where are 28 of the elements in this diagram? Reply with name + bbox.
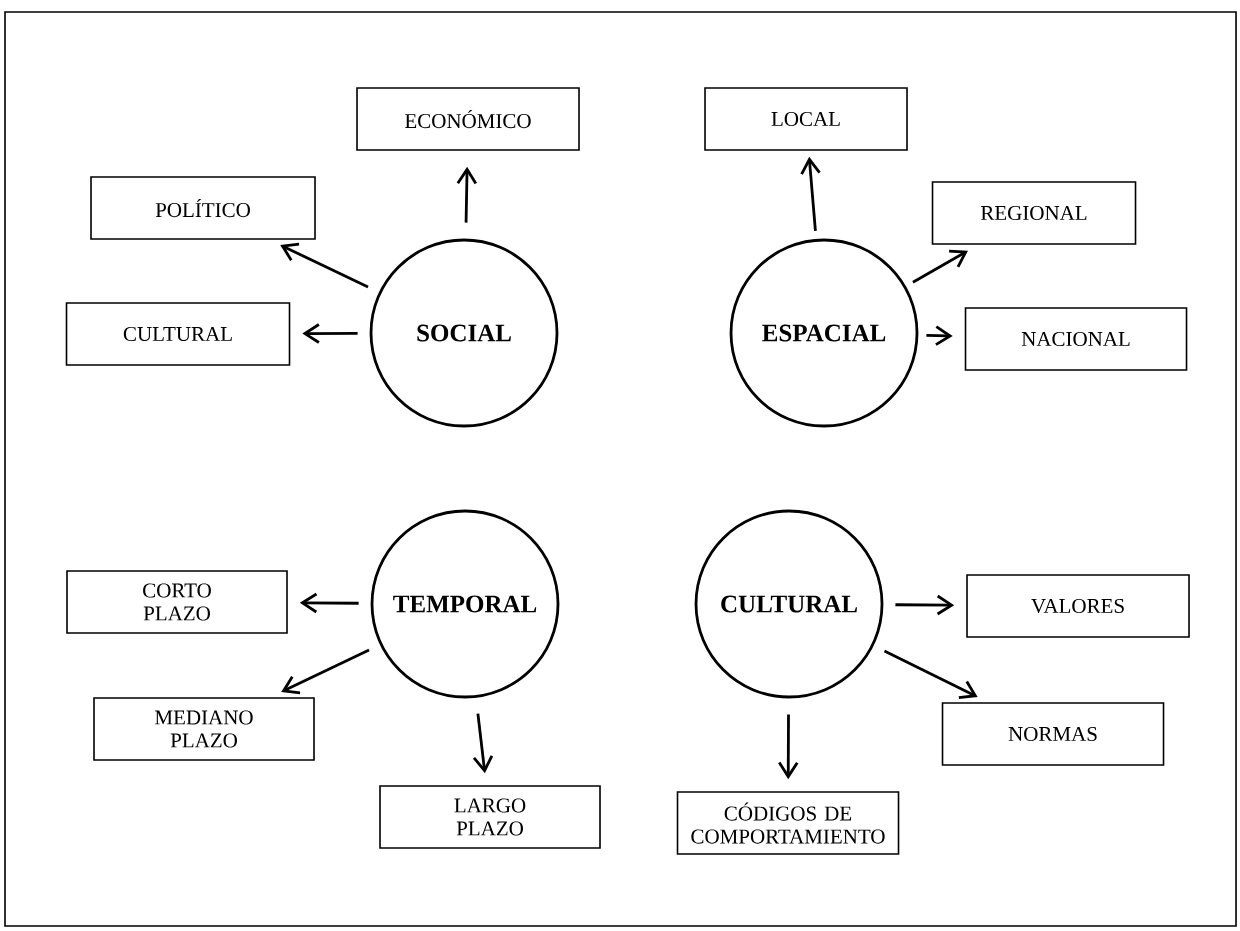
arrow <box>883 649 978 700</box>
circle-node: CULTURAL <box>694 509 884 699</box>
category-box: CORTO PLAZO <box>66 570 288 634</box>
category-box: NORMAS <box>941 702 1165 766</box>
arrow <box>895 594 955 616</box>
arrow <box>800 156 821 232</box>
arrow <box>456 166 477 223</box>
circle-node: SOCIAL <box>369 238 559 428</box>
category-box: REGIONAL <box>931 181 1137 245</box>
category-box: NACIONAL <box>964 307 1188 371</box>
arrow <box>280 242 369 289</box>
category-box: POLÍTICO <box>90 176 316 240</box>
category-box: MEDIANO PLAZO <box>93 697 315 761</box>
category-box: CÓDIGOS DE COMPORTAMIENTO <box>676 791 900 855</box>
arrow <box>472 713 494 774</box>
circle-node: ESPACIAL <box>729 238 919 428</box>
category-box: LOCAL <box>704 87 908 151</box>
category-box: VALORES <box>966 574 1190 638</box>
circle-node: TEMPORAL <box>370 509 560 699</box>
category-box: LARGO PLAZO <box>379 785 601 849</box>
arrow <box>299 592 359 614</box>
arrow <box>778 714 799 780</box>
category-box: ECONÓMICO <box>356 87 580 151</box>
arrow <box>302 323 358 344</box>
arrow <box>281 648 370 695</box>
arrow <box>912 249 968 284</box>
arrow <box>926 325 953 346</box>
category-box: CULTURAL <box>65 302 291 366</box>
